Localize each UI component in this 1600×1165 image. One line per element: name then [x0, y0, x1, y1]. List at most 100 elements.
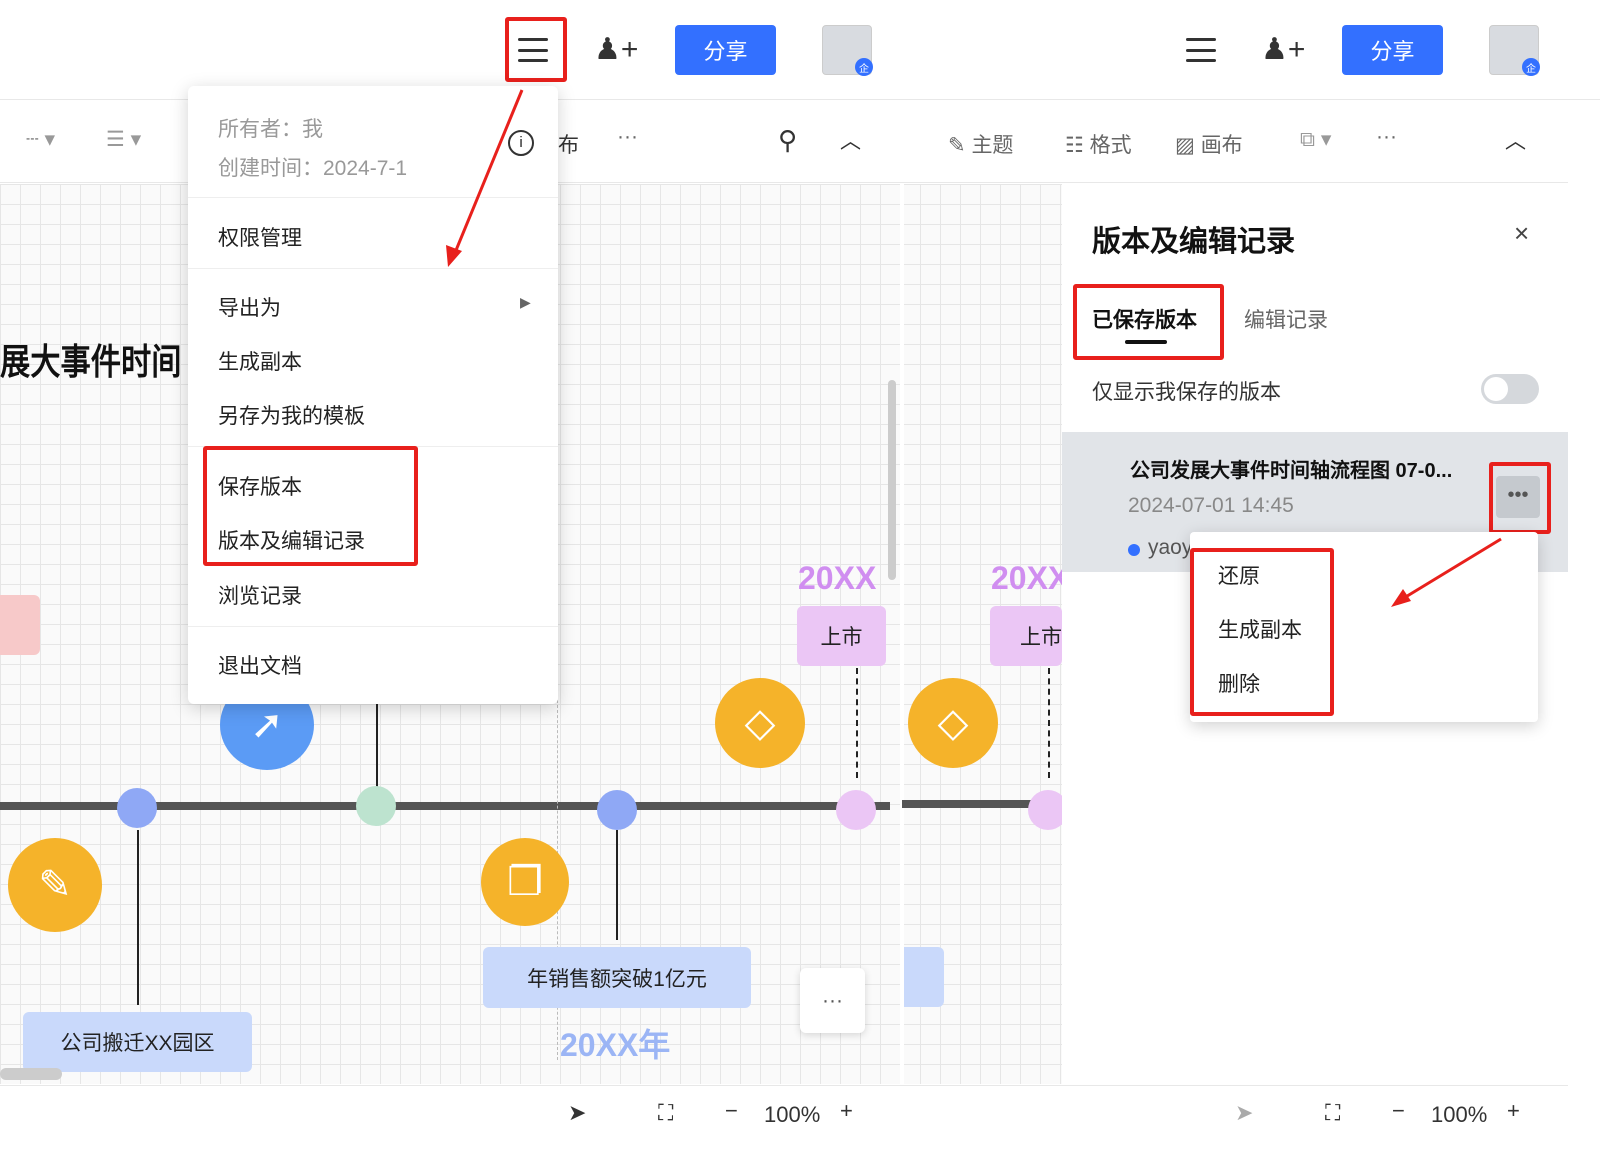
- panel-title: 版本及编辑记录: [1092, 226, 1296, 258]
- book-icon: ❐: [481, 838, 569, 926]
- created-info: 创建时间：2024-7-1: [218, 157, 408, 180]
- diagram-title: 展大事件时间: [0, 341, 182, 382]
- line-weight-icon[interactable]: ☰ ▾: [106, 128, 142, 151]
- version-more-button[interactable]: •••: [1496, 476, 1540, 518]
- menu-item-delete[interactable]: 删除: [1218, 673, 1260, 696]
- connector: [1048, 668, 1050, 778]
- timeline-dot[interactable]: [597, 790, 637, 830]
- zoom-level: 100%: [764, 1102, 821, 1127]
- menu-item-version-history[interactable]: 版本及编辑记录: [218, 530, 365, 553]
- zoom-out-button[interactable]: −: [725, 1098, 738, 1123]
- tab-underline: [1125, 340, 1167, 344]
- info-icon[interactable]: i: [508, 130, 534, 156]
- timeline-dot[interactable]: [836, 790, 876, 830]
- avatar[interactable]: 企: [822, 25, 873, 76]
- format-label: 格式: [1089, 134, 1132, 157]
- timeline-dot[interactable]: [1028, 790, 1068, 830]
- highlight-menu-button: [505, 17, 567, 82]
- node-pink[interactable]: [0, 595, 40, 655]
- timeline-axis: [0, 802, 890, 810]
- zoom-in-button[interactable]: +: [840, 1098, 853, 1123]
- add-user-icon[interactable]: ♟+: [594, 33, 639, 66]
- owner-info: 所有者：我: [218, 118, 323, 141]
- highlight-version-items: [203, 446, 418, 566]
- menu-item-view-history[interactable]: 浏览记录: [218, 585, 302, 608]
- tab-edit-history[interactable]: 编辑记录: [1244, 309, 1328, 332]
- line-style-icon[interactable]: ┄ ▾: [26, 128, 56, 151]
- fit-screen-icon[interactable]: ⛶: [658, 1100, 674, 1125]
- connector: [856, 668, 858, 778]
- diamond-icon: ◇: [908, 678, 998, 768]
- enterprise-badge: 企: [1522, 58, 1540, 76]
- menu-item-permissions[interactable]: 权限管理: [218, 227, 302, 250]
- more-button[interactable]: ···: [800, 968, 865, 1033]
- theme-label: 主题: [971, 134, 1014, 157]
- zoom-in-button[interactable]: +: [1507, 1098, 1520, 1123]
- top-bar: [0, 0, 1600, 100]
- event-node-ipo[interactable]: 上市: [797, 606, 886, 666]
- timeline-axis: [902, 800, 1062, 808]
- collapse-icon[interactable]: ︿: [840, 130, 861, 153]
- menu-item-restore[interactable]: 还原: [1218, 565, 1260, 588]
- menu-item-exit[interactable]: 退出文档: [218, 655, 302, 678]
- more-button[interactable]: ···: [1376, 125, 1397, 148]
- theme-button[interactable]: ✎ 主题: [948, 134, 1014, 157]
- menu-icon[interactable]: [518, 38, 548, 62]
- canvas-label: 画布: [1200, 134, 1243, 157]
- locate-icon[interactable]: ➤: [568, 1100, 587, 1125]
- tab-saved-versions[interactable]: 已保存版本: [1092, 309, 1197, 332]
- version-author: yaoy: [1148, 536, 1193, 559]
- event-node[interactable]: [904, 947, 944, 1007]
- event-node-move[interactable]: 公司搬迁XX园区: [23, 1012, 252, 1072]
- diamond-icon: ◇: [715, 678, 805, 768]
- menu-item-duplicate[interactable]: 生成副本: [1218, 619, 1302, 642]
- zoom-out-button[interactable]: −: [1392, 1098, 1405, 1123]
- event-node-ipo[interactable]: 上市: [990, 606, 1062, 666]
- chevron-right-icon: ▶: [520, 294, 531, 310]
- menu-item-export[interactable]: 导出为: [218, 297, 281, 320]
- locate-icon[interactable]: ➤: [1235, 1100, 1254, 1125]
- timeline-dot[interactable]: [356, 786, 396, 826]
- enterprise-badge: 企: [855, 58, 873, 76]
- search-icon[interactable]: ⚲: [778, 125, 798, 155]
- horizontal-scrollbar[interactable]: [0, 1068, 62, 1080]
- file-menu: 所有者：我 创建时间：2024-7-1 权限管理 导出为 ▶ 生成副本 另存为我…: [188, 86, 558, 704]
- timeline-dot[interactable]: [117, 788, 157, 828]
- collapse-icon[interactable]: ︿: [1505, 130, 1526, 153]
- fit-screen-icon[interactable]: ⛶: [1325, 1100, 1341, 1125]
- left-canvas[interactable]: [0, 184, 900, 1084]
- close-icon[interactable]: ×: [1514, 218, 1530, 248]
- share-button[interactable]: 分享: [675, 25, 776, 75]
- left-footer: ➤ ⛶ − 100% +: [0, 1085, 900, 1165]
- canvas-button[interactable]: 布: [558, 134, 579, 157]
- author-dot: [1128, 544, 1140, 556]
- menu-item-save-version[interactable]: 保存版本: [218, 476, 302, 499]
- highlight-context-menu: [1190, 548, 1334, 716]
- version-context-menu: 还原 生成副本 删除: [1190, 532, 1538, 722]
- canvas-button[interactable]: ▨ 画布: [1175, 134, 1243, 157]
- year-label: 20XX年: [560, 1027, 671, 1063]
- more-button[interactable]: ···: [617, 125, 638, 148]
- toggle-label: 仅显示我保存的版本: [1092, 381, 1281, 404]
- only-mine-toggle[interactable]: [1481, 374, 1539, 404]
- share-button[interactable]: 分享: [1342, 25, 1443, 75]
- menu-item-duplicate[interactable]: 生成副本: [218, 351, 302, 374]
- format-button[interactable]: ☷ 格式: [1065, 134, 1132, 157]
- zoom-level: 100%: [1431, 1102, 1488, 1127]
- vertical-scrollbar[interactable]: [888, 380, 896, 580]
- version-name: 公司发展大事件时间轴流程图 07-0...: [1130, 460, 1453, 482]
- connector: [376, 700, 378, 800]
- add-user-icon[interactable]: ♟+: [1261, 33, 1306, 66]
- pencil-icon: ✎: [8, 838, 102, 932]
- connector: [616, 830, 618, 940]
- menu-icon[interactable]: [1186, 38, 1216, 62]
- annotation-arrow: [446, 89, 524, 267]
- annotation-arrow: [1391, 537, 1502, 607]
- highlight-more-button: [1489, 462, 1551, 534]
- event-node-sales[interactable]: 年销售额突破1亿元: [483, 947, 751, 1008]
- avatar[interactable]: 企: [1489, 25, 1540, 76]
- menu-item-save-template[interactable]: 另存为我的模板: [218, 405, 365, 428]
- layout-icon[interactable]: ⧉ ▾: [1300, 128, 1332, 151]
- version-time: 2024-07-01 14:45: [1128, 494, 1294, 517]
- right-toolbar: ✎ 主题 ☷ 格式 ▨ 画布 ⧉ ▾ ··· ︿: [900, 101, 1568, 183]
